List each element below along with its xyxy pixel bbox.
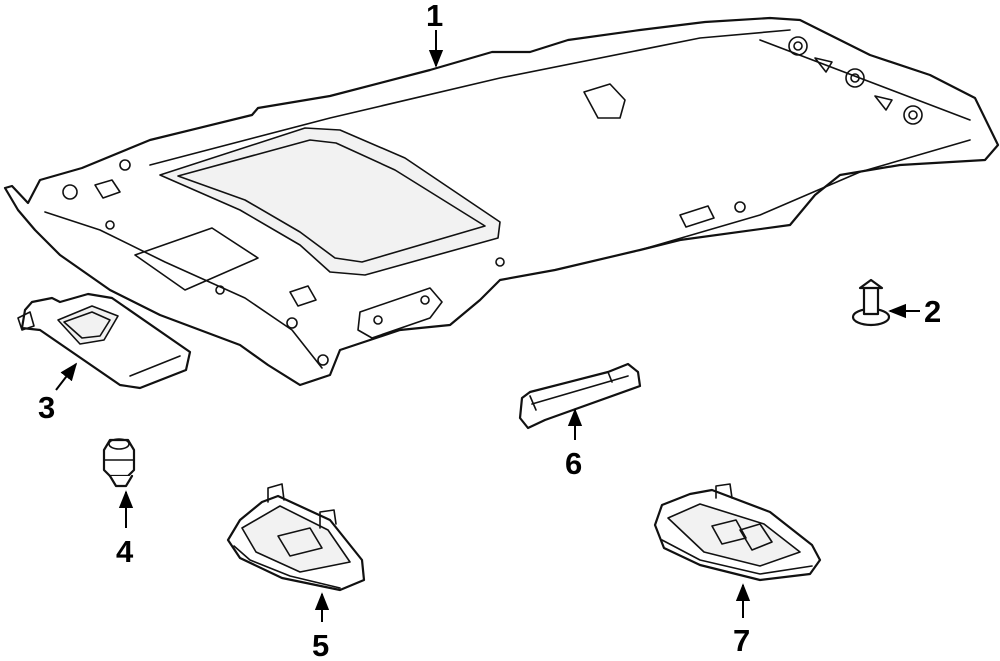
sun-visor-part[interactable] xyxy=(17,292,192,390)
callout-7: 7 xyxy=(733,623,750,658)
visor-holder-part[interactable] xyxy=(102,438,136,488)
grab-handle-part[interactable] xyxy=(518,362,642,430)
callout-6: 6 xyxy=(565,446,582,481)
callout-4: 4 xyxy=(116,534,134,569)
leader-3 xyxy=(55,362,78,391)
callout-5: 5 xyxy=(312,628,329,661)
headliner-part[interactable] xyxy=(3,16,1000,387)
clip-part[interactable] xyxy=(851,278,891,327)
callout-labels: 1 2 3 4 5 6 7 xyxy=(38,0,941,661)
map-lamp-part[interactable] xyxy=(653,483,822,582)
callout-1: 1 xyxy=(426,0,443,33)
dome-lamp-part[interactable] xyxy=(226,483,366,592)
callout-3: 3 xyxy=(38,390,55,425)
leader-lines xyxy=(55,30,920,622)
callout-2: 2 xyxy=(924,294,941,329)
